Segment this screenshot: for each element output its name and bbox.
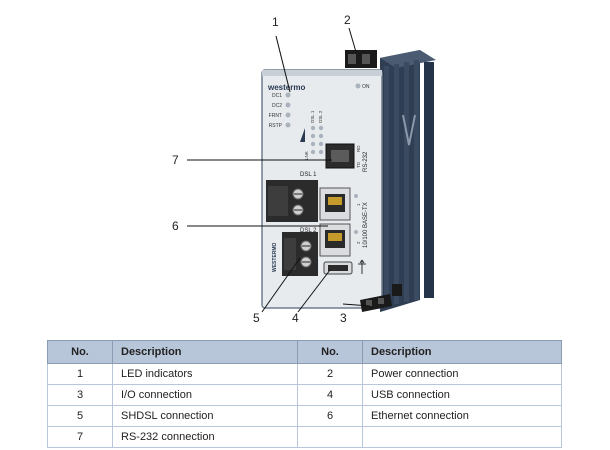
led-label-frnt: FRNT — [269, 113, 282, 119]
led-dc2 — [285, 102, 291, 108]
io-connector — [360, 284, 402, 312]
power-connector — [345, 50, 377, 68]
on-label: ON — [362, 84, 370, 90]
table-cell: Power connection — [362, 363, 562, 385]
led-label-dc1: DC1 — [272, 93, 282, 99]
on-led — [355, 83, 361, 89]
rs232-label: RS-232 — [363, 151, 369, 172]
dsl1-led-label: DSL 1 — [310, 110, 315, 123]
led-rstp — [285, 122, 291, 128]
table-cell: 6 — [297, 405, 363, 427]
eth-port-1-label: 1 — [356, 203, 361, 206]
eth-port-2-label: 2 — [356, 241, 361, 244]
header-description-1: Description — [112, 340, 298, 364]
device-heatsink — [380, 50, 436, 312]
header-no-2: No. — [297, 340, 363, 364]
table-cell — [362, 426, 562, 448]
callout-3: 3 — [340, 311, 347, 325]
rs232-pin-td: TD — [356, 161, 361, 168]
lnk-label: LNK — [304, 151, 309, 160]
rs232-port: RS-232 TD RD — [325, 143, 369, 172]
dsl2-terminal: DSL 2 WESTERMO — [272, 228, 318, 276]
legend-table: No. Description No. Description 1 LED in… — [47, 340, 562, 448]
header-description-2: Description — [362, 340, 562, 364]
table-cell: RS-232 connection — [112, 426, 298, 448]
rs232-pin-rd: RD — [356, 145, 361, 152]
table-cell: I/O connection — [112, 384, 298, 406]
dsl1-terminal: DSL 1 — [266, 172, 318, 222]
table-cell: USB connection — [362, 384, 562, 406]
led-indicators: DC1 DC2 FRNT RSTP — [269, 92, 291, 129]
usb-port — [323, 259, 366, 275]
led-label-rstp: RSTP — [269, 123, 283, 129]
table-row: 3 I/O connection 4 USB connection — [47, 384, 562, 406]
dsl-leds: DSL 1 DSL 2 LNK — [300, 110, 324, 160]
callout-1: 1 — [272, 15, 279, 29]
ethernet-ports: 10/100 BASE-TX 2 1 — [319, 187, 369, 257]
callout-2: 2 — [344, 13, 351, 27]
table-row: 7 RS-232 connection — [47, 426, 562, 448]
callout-6: 6 — [172, 219, 179, 233]
callout-7: 7 — [172, 153, 179, 167]
dsl2-label: DSL 2 — [300, 228, 317, 234]
table-cell: 7 — [47, 426, 113, 448]
ethernet-label: 10/100 BASE-TX — [363, 202, 369, 248]
brand-logo: westermo — [267, 83, 305, 92]
table-cell: LED indicators — [112, 363, 298, 385]
table-cell: 2 — [297, 363, 363, 385]
dsl1-label: DSL 1 — [300, 172, 317, 178]
table-cell — [297, 426, 363, 448]
device-diagram: westermo ON DC1 DC2 FRNT RSTP DSL 1 DSL … — [172, 13, 436, 325]
table-cell: Ethernet connection — [362, 405, 562, 427]
header-no-1: No. — [47, 340, 113, 364]
legend-header-row: No. Description No. Description — [47, 340, 562, 364]
table-row: 5 SHDSL connection 6 Ethernet connection — [47, 405, 562, 427]
led-dc1 — [285, 92, 291, 98]
callout-5: 5 — [253, 311, 260, 325]
table-cell: 3 — [47, 384, 113, 406]
table-cell: 4 — [297, 384, 363, 406]
dsl2-led-label: DSL 2 — [318, 110, 323, 123]
table-cell: SHDSL connection — [112, 405, 298, 427]
table-cell: 1 — [47, 363, 113, 385]
side-logo: WESTERMO — [272, 242, 278, 272]
led-frnt — [285, 112, 291, 118]
led-label-dc2: DC2 — [272, 103, 282, 109]
callout-4: 4 — [292, 311, 299, 325]
callout-lines — [187, 27, 371, 313]
table-row: 1 LED indicators 2 Power connection — [47, 363, 562, 385]
table-cell: 5 — [47, 405, 113, 427]
